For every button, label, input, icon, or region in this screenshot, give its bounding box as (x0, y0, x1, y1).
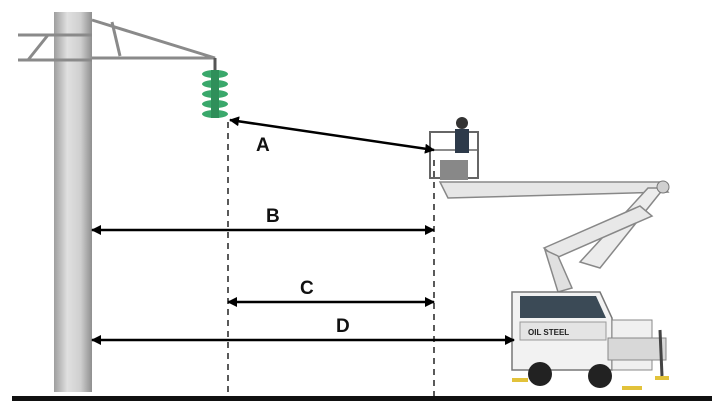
ground-line (12, 396, 712, 401)
insulator-icon (202, 58, 228, 118)
front-wheel (528, 362, 552, 386)
bucket-truck: OIL STEEL (429, 117, 670, 390)
label-b: B (266, 206, 280, 227)
arrow-a (229, 116, 435, 154)
label-d: D (336, 316, 350, 337)
reference-lines (227, 122, 435, 396)
rear-wheel (588, 364, 612, 388)
label-c: C (300, 278, 314, 299)
truck-logo-text: OIL STEEL (528, 328, 569, 337)
utility-pole (18, 12, 216, 392)
label-a: A (256, 135, 270, 156)
